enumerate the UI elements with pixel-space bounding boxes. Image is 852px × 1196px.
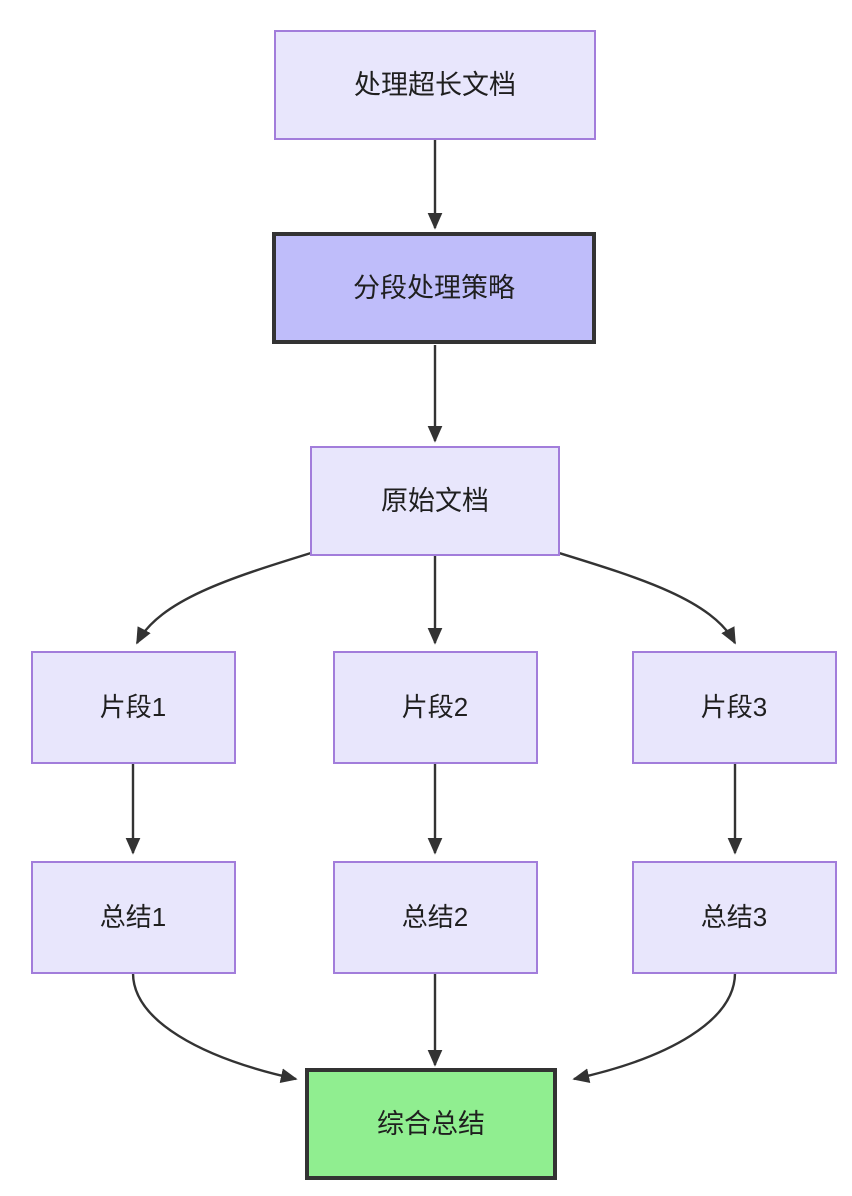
edge-sum1-to-final (131, 972, 298, 1083)
node-chunk-2[interactable]: 片段2 (333, 651, 538, 764)
node-process-long-document[interactable]: 处理超长文档 (274, 30, 596, 140)
edge-layer (125, 139, 743, 1083)
node-summary-2[interactable]: 总结2 (333, 861, 538, 974)
node-final-summary[interactable]: 综合总结 (305, 1068, 557, 1180)
node-box[interactable] (333, 861, 538, 974)
node-chunk-3[interactable]: 片段3 (632, 651, 837, 764)
edge-source-to-chunk3 (558, 551, 737, 645)
node-box[interactable] (632, 651, 837, 764)
node-chunk-1[interactable]: 片段1 (31, 651, 236, 764)
node-summary-3[interactable]: 总结3 (632, 861, 837, 974)
node-box[interactable] (310, 446, 560, 556)
node-box[interactable] (274, 30, 596, 140)
node-summary-1[interactable]: 总结1 (31, 861, 236, 974)
edge-source-to-chunk1 (135, 551, 312, 645)
node-box[interactable] (31, 861, 236, 974)
node-source-document[interactable]: 原始文档 (310, 446, 560, 556)
node-box[interactable] (305, 1068, 557, 1180)
node-box[interactable] (632, 861, 837, 974)
node-box[interactable] (272, 232, 596, 344)
node-chunking-strategy[interactable]: 分段处理策略 (272, 232, 596, 344)
node-box[interactable] (31, 651, 236, 764)
edge-sum3-to-final (572, 972, 737, 1083)
node-box[interactable] (333, 651, 538, 764)
